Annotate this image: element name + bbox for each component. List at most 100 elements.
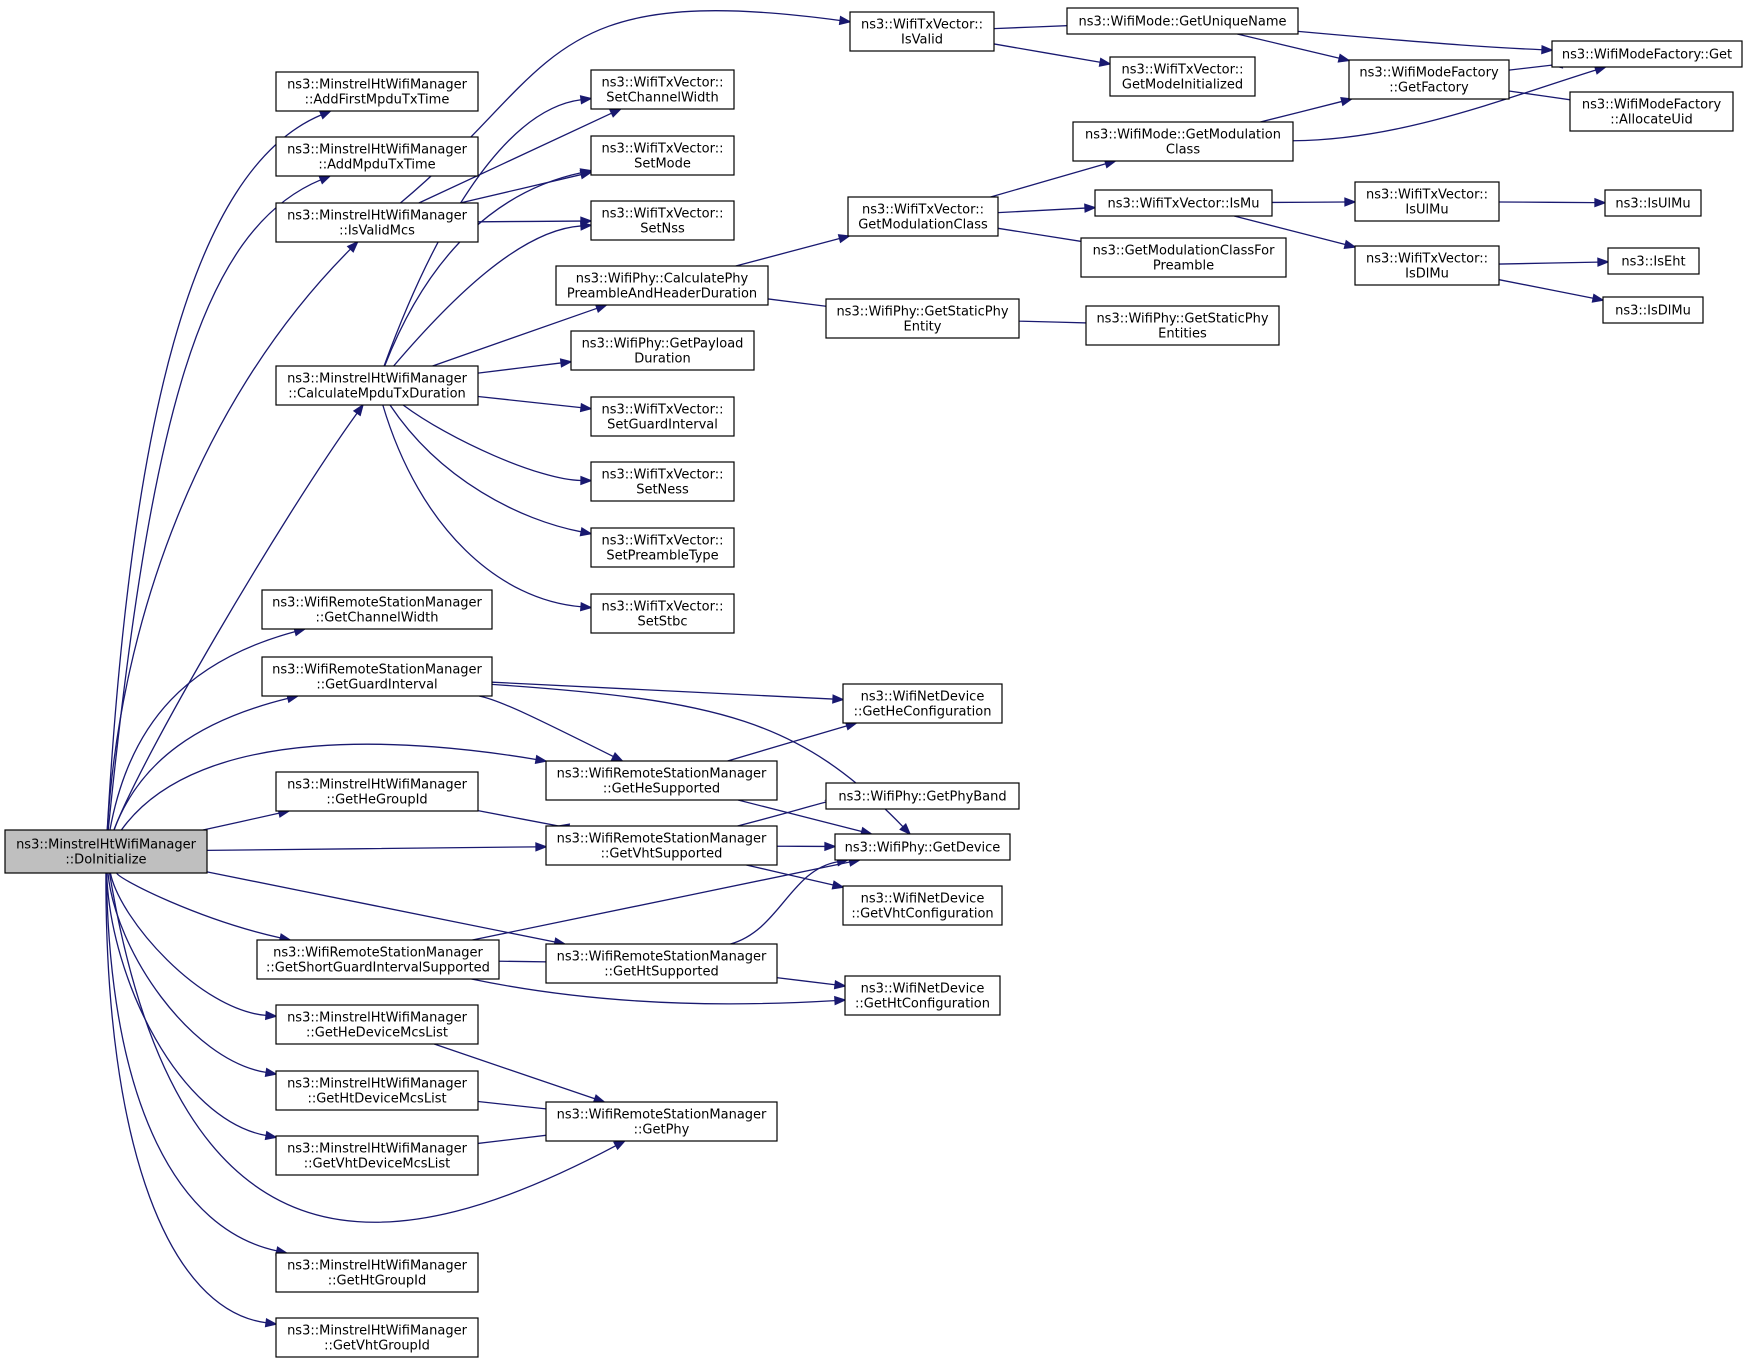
node-label-line: ::GetShortGuardIntervalSupported	[266, 961, 490, 976]
node-getFactory[interactable]: ns3::WifiModeFactory::GetFactory	[1348, 59, 1510, 100]
node-label-line: ns3::GetModulationClassFor	[1093, 244, 1276, 259]
node-box	[1604, 189, 1702, 217]
node-setPreamble[interactable]: ns3::WifiTxVector::SetPreambleType	[590, 527, 735, 568]
node-label-line: ::GetHtConfiguration	[855, 997, 990, 1012]
node-label-line: ::CalculateMpduTxDuration	[288, 387, 466, 402]
node-label-line: IsDlMu	[1405, 267, 1449, 282]
node-getHeGroupId[interactable]: ns3::MinstrelHtWifiManager::GetHeGroupId	[275, 771, 479, 812]
node-setGI[interactable]: ns3::WifiTxVector::SetGuardInterval	[590, 396, 735, 437]
arrowhead	[1337, 53, 1351, 63]
edge-modeGetModClass-to-factoryGet	[1292, 65, 1608, 142]
node-setStbc[interactable]: ns3::WifiTxVector::SetStbc	[590, 593, 735, 634]
node-setChanWidth[interactable]: ns3::WifiTxVector::SetChannelWidth	[590, 69, 735, 110]
node-label-line: ns3::WifiNetDevice	[861, 690, 985, 705]
node-isUlMuVec[interactable]: ns3::WifiTxVector::IsUlMu	[1354, 181, 1500, 222]
arrowhead	[608, 108, 623, 118]
node-getHeConf[interactable]: ns3::WifiNetDevice::GetHeConfiguration	[842, 683, 1003, 724]
edge-line	[1498, 201, 1596, 204]
node-isDlMu[interactable]: ns3::IsDlMu	[1602, 296, 1704, 324]
edge-calcPhyPre-to-getModClass	[735, 234, 852, 267]
node-getVhtDevMcs[interactable]: ns3::MinstrelHtWifiManager::GetVhtDevice…	[275, 1135, 479, 1176]
node-addMpdu[interactable]: ns3::MinstrelHtWifiManager::AddMpduTxTim…	[275, 136, 479, 177]
edge-root-to-isValidMcs	[106, 240, 359, 831]
node-box	[590, 396, 735, 437]
node-label-line: ns3::WifiPhy::CalculatePhy	[576, 272, 749, 287]
node-isEht[interactable]: ns3::IsEht	[1607, 247, 1700, 275]
edge-getModClass-to-getModClassPre	[997, 227, 1093, 248]
node-box	[1607, 247, 1700, 275]
node-getShortGI[interactable]: ns3::WifiRemoteStationManager::GetShortG…	[256, 939, 500, 980]
node-setNss[interactable]: ns3::WifiTxVector::SetNss	[590, 200, 735, 241]
node-box	[590, 461, 735, 502]
node-box	[1348, 59, 1510, 100]
node-label-line: ::GetHtSupported	[604, 965, 718, 980]
node-box	[849, 11, 995, 52]
node-addFirst[interactable]: ns3::MinstrelHtWifiManager::AddFirstMpdu…	[275, 71, 479, 112]
node-getModClass[interactable]: ns3::WifiTxVector::GetModulationClass	[847, 196, 999, 237]
edge-line	[477, 362, 562, 374]
node-getHtConf[interactable]: ns3::WifiNetDevice::GetHtConfiguration	[844, 975, 1001, 1016]
node-getDevice[interactable]: ns3::WifiPhy::GetDevice	[834, 833, 1011, 861]
node-getUniqueName[interactable]: ns3::WifiMode::GetUniqueName	[1066, 7, 1299, 35]
node-box	[545, 825, 778, 866]
node-box	[1569, 91, 1734, 132]
node-getModeInit[interactable]: ns3::WifiTxVector::GetModeInitialized	[1109, 56, 1256, 97]
node-box	[545, 760, 778, 801]
node-getPhyBand[interactable]: ns3::WifiPhy::GetPhyBand	[825, 782, 1020, 810]
node-getVhtConf[interactable]: ns3::WifiNetDevice::GetVhtConfiguration	[842, 885, 1003, 926]
edge-modeGetModClass-to-getFactory	[1260, 97, 1354, 123]
node-box	[1080, 237, 1287, 278]
arrowhead	[1084, 203, 1097, 213]
edge-line	[432, 307, 598, 367]
node-label-line: ::GetVhtSupported	[601, 847, 723, 862]
node-calcPhyPre[interactable]: ns3::WifiPhy::CalculatePhyPreambleAndHea…	[555, 265, 769, 306]
node-getPhy[interactable]: ns3::WifiRemoteStationManager::GetPhy	[545, 1101, 778, 1142]
arrowhead	[610, 752, 624, 762]
node-factoryGet[interactable]: ns3::WifiModeFactory::Get	[1551, 40, 1743, 68]
node-getVhtGroupId[interactable]: ns3::MinstrelHtWifiManager::GetVhtGroupI…	[275, 1317, 479, 1358]
arrowhead	[837, 234, 852, 244]
node-label-line: ::AddFirstMpduTxTime	[305, 93, 450, 108]
node-getHeSupp[interactable]: ns3::WifiRemoteStationManager::GetHeSupp…	[545, 760, 778, 801]
edge-line	[384, 172, 582, 367]
node-setNess[interactable]: ns3::WifiTxVector::SetNess	[590, 461, 735, 502]
node-calcMpdu[interactable]: ns3::MinstrelHtWifiManager::CalculateMpd…	[275, 365, 479, 406]
edge-line	[389, 404, 582, 533]
node-setMode[interactable]: ns3::WifiTxVector::SetMode	[590, 135, 735, 176]
arrowhead	[899, 823, 912, 836]
node-label-line: ::GetHeSupported	[603, 782, 720, 797]
node-getHtSupp[interactable]: ns3::WifiRemoteStationManager::GetHtSupp…	[545, 943, 778, 984]
node-box	[275, 1317, 479, 1358]
node-isUlMu[interactable]: ns3::IsUlMu	[1604, 189, 1702, 217]
node-label-line: ns3::WifiRemoteStationManager	[272, 596, 482, 611]
node-getHeDevMcs[interactable]: ns3::MinstrelHtWifiManager::GetHeDeviceM…	[275, 1004, 479, 1045]
node-label-line: ::GetVhtDeviceMcsList	[304, 1157, 450, 1172]
node-getChanWidth[interactable]: ns3::WifiRemoteStationManager::GetChanne…	[261, 589, 493, 630]
edge-line	[459, 173, 582, 204]
edge-root-to-getVhtDevMcs	[106, 872, 278, 1141]
node-box	[4, 829, 208, 874]
node-isMu[interactable]: ns3::WifiTxVector::IsMu	[1094, 189, 1273, 217]
node-label-line: ns3::WifiNetDevice	[861, 982, 985, 997]
node-isValidMcs[interactable]: ns3::MinstrelHtWifiManager::IsValidMcs	[275, 202, 479, 243]
node-isValid[interactable]: ns3::WifiTxVector::IsValid	[849, 11, 995, 52]
arrowhead	[1594, 197, 1607, 208]
edge-isValid-to-getUniqueName	[993, 20, 1080, 30]
node-getGuardInt[interactable]: ns3::WifiRemoteStationManager::GetGuardI…	[261, 656, 493, 697]
node-label-line: ns3::MinstrelHtWifiManager	[287, 778, 468, 793]
node-root[interactable]: ns3::MinstrelHtWifiManager::DoInitialize	[4, 829, 208, 874]
node-getVhtSupp[interactable]: ns3::WifiRemoteStationManager::GetVhtSup…	[545, 825, 778, 866]
node-getHtGroupId[interactable]: ns3::MinstrelHtWifiManager::GetHtGroupId	[275, 1252, 479, 1293]
node-label-line: ns3::WifiRemoteStationManager	[273, 946, 483, 961]
node-label-line: ns3::MinstrelHtWifiManager	[287, 1324, 468, 1339]
node-modeGetModClass[interactable]: ns3::WifiMode::GetModulationClass	[1072, 121, 1294, 162]
node-allocUid[interactable]: ns3::WifiModeFactory::AllocateUid	[1569, 91, 1734, 132]
node-getHtDevMcs[interactable]: ns3::MinstrelHtWifiManager::GetHtDeviceM…	[275, 1070, 479, 1111]
node-isDlMuVec[interactable]: ns3::WifiTxVector::IsDlMu	[1354, 245, 1500, 286]
node-box	[275, 71, 479, 112]
edge-root-to-getHtGroupId	[105, 872, 289, 1256]
